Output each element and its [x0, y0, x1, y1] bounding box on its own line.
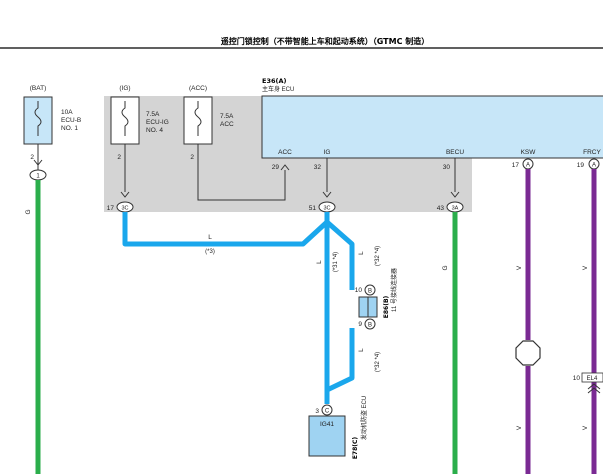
pin-label-ig: IG [324, 149, 331, 156]
fuse-ig-header: (IG) [119, 85, 130, 92]
blue-wire-to-junction [325, 220, 355, 290]
wire-v1-note: (*31 *4) [333, 252, 339, 272]
wire-v2-color: L [358, 251, 365, 255]
becu-wire-color: G [442, 265, 449, 270]
el-label-box [581, 372, 603, 383]
blue-wire-from-junction [325, 328, 355, 393]
wire-v3-color: L [358, 348, 365, 352]
fuse-acc-name: ACC [220, 121, 234, 128]
junction-bottom-pin: 9 [358, 321, 362, 328]
frcy-connector-code: A [592, 163, 596, 169]
wire-l1-note: (*3) [205, 249, 215, 255]
bottom-ecu-box [308, 415, 346, 457]
ksw-connector-code: A [526, 163, 530, 169]
fuse-bat-arrow [33, 159, 43, 166]
fuse-bat-rating: 10A [61, 109, 73, 116]
fuse-acc-header: (ACC) [189, 85, 207, 92]
fuse-ig-icon [121, 101, 129, 136]
pin-num-29: 29 [272, 164, 280, 171]
ksw-octagon-switch [515, 340, 541, 366]
pin-num-32: 32 [314, 164, 322, 171]
bat-wire-color: G [25, 209, 32, 214]
el-chevron-icon [587, 383, 601, 394]
fuse-ig-pin: 2 [117, 154, 121, 161]
bottom-ecu-code: E78(C) [352, 437, 359, 460]
wire-v2-note: (*32 *4) [375, 246, 381, 266]
connector-17-code: 3C [121, 206, 128, 212]
wire-v1-color: L [316, 260, 323, 264]
acc-wire [197, 144, 286, 201]
junction-bottom-circle [364, 318, 376, 330]
connector-43-code: 3A [452, 206, 459, 212]
main-ecu-name: 主车身 ECU [262, 85, 294, 93]
connector-43-num: 43 [437, 205, 445, 212]
blue-wire-ig-to-51 [122, 212, 329, 247]
bottom-ecu-connector [321, 404, 333, 416]
junction-top-pin: 10 [355, 287, 363, 294]
fuse-ig-rating: 7.5A [146, 111, 160, 118]
junction-name: 11 号接线连接器 [390, 268, 398, 312]
bat-connector-pin: 1 [36, 174, 40, 180]
wire-v3-note: (*32 *4) [375, 352, 381, 372]
bottom-ecu-name: 发动机防盗 ECU [360, 396, 368, 440]
fuse-ig-arrow [120, 191, 130, 198]
main-ecu-code: E36(A) [262, 77, 286, 85]
fuse-ig-name: ECU-IG [146, 119, 169, 126]
fuse-acc-rating: 7.5A [220, 113, 234, 120]
junction-top-conn: B [368, 289, 372, 295]
el-pin: 10 [573, 375, 581, 382]
pin-num-19: 19 [577, 162, 585, 169]
ksw-wire-color-1: V [516, 265, 523, 270]
bottom-ecu-pin: 3 [315, 408, 319, 415]
fuse-bat-icon [34, 101, 42, 136]
fuse-bat-pin: 2 [30, 154, 34, 161]
bottom-ecu-conn-code: C [325, 409, 330, 415]
diagram-title: 遥控门锁控制（不带智能上车和起动系统）（GTMC 制造） [221, 36, 430, 46]
junction-bottom-conn: B [368, 323, 372, 329]
acc-pin29-arrow [280, 164, 290, 171]
pin-num-30: 30 [443, 164, 451, 171]
junction-top-circle [364, 284, 376, 296]
junction-code: E86(B) [383, 295, 390, 318]
frcy-wire-color-2: V [582, 425, 589, 430]
fuse-bat-header: (BAT) [30, 85, 47, 92]
fuse-bat-num: NO. 1 [61, 125, 78, 132]
fuse-acc-icon [194, 101, 202, 136]
pin-label-frcy: FRCY [583, 149, 601, 156]
fuse-bat-name: ECU-B [61, 117, 81, 124]
pin-label-becu: BECU [446, 149, 464, 156]
bottom-ecu-id: IG41 [320, 421, 334, 428]
pin-label-ksw: KSW [521, 149, 537, 156]
frcy-wire-color-1: V [582, 265, 589, 270]
connector-17-num: 17 [107, 205, 115, 212]
pin-label-acc: ACC [278, 149, 292, 156]
wire-l1-color: L [208, 234, 212, 241]
el-code: EL4 [587, 376, 598, 382]
becu-pin30-arrow [450, 191, 460, 198]
connector-51-code: 3C [323, 206, 330, 212]
ig-pin32-arrow [322, 191, 332, 198]
fuse-acc-pin: 2 [190, 154, 194, 161]
pin-num-17: 17 [512, 162, 520, 169]
main-body-ecu [261, 95, 603, 159]
connector-51-num: 51 [309, 205, 317, 212]
fuse-ig-num: NO. 4 [146, 127, 163, 134]
ksw-wire-color-2: V [516, 425, 523, 430]
